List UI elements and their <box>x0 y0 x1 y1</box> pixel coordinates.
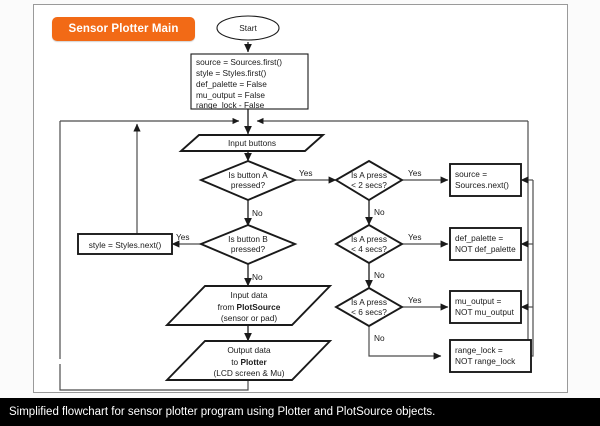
node-source-next-line2: Sources.next() <box>455 180 509 190</box>
node-input-data-line1: Input data <box>231 290 268 300</box>
node-range-lock-line2: NOT range_lock <box>455 356 516 366</box>
edge-label-a2-no: No <box>374 207 385 217</box>
node-style-next-label: style = Styles.next() <box>89 240 162 250</box>
node-range-lock-line1: range_lock = <box>455 345 503 355</box>
node-init-line-2: style = Styles.first() <box>196 68 267 78</box>
node-is-a-4: Is A press < 4 secs? <box>334 223 404 265</box>
node-init-line-3: def_palette = False <box>196 79 267 89</box>
node-is-a-4-line2: < 4 secs? <box>351 244 387 254</box>
node-mu-output-line2: NOT mu_output <box>455 307 515 317</box>
node-mu-output-toggle: mu_output = NOT mu_output <box>449 290 522 324</box>
title-badge-label: Sensor Plotter Main <box>68 23 179 35</box>
node-init-line-1: source = Sources.first() <box>196 57 282 67</box>
node-input-data-line2: from PlotSource <box>218 302 281 312</box>
edge-label-a6-yes: Yes <box>408 295 422 305</box>
node-source-next-line1: source = <box>455 169 487 179</box>
node-input-data: Input data from PlotSource (sensor or pa… <box>164 285 333 326</box>
node-init-line-5: range_lock - False <box>196 100 265 110</box>
node-init: source = Sources.first() style = Styles.… <box>190 53 309 110</box>
node-output-data-line2: to Plotter <box>231 357 267 367</box>
node-input-buttons-label: Input buttons <box>228 138 276 148</box>
node-is-a-6-line1: Is A press <box>351 297 387 307</box>
node-start: Start <box>216 15 280 41</box>
node-output-data: Output data to Plotter (LCD screen & Mu) <box>164 340 333 381</box>
node-is-button-b-line1: Is button B <box>228 234 268 244</box>
edge-label-a-yes: Yes <box>299 168 313 178</box>
node-is-button-b-line2: pressed? <box>231 244 266 254</box>
edge-label-a4-no: No <box>374 270 385 280</box>
node-is-a-6: Is A press < 6 secs? <box>334 286 404 328</box>
edge-label-a4-yes: Yes <box>408 232 422 242</box>
node-style-next: style = Styles.next() <box>77 233 173 255</box>
caption-bar: Simplified flowchart for sensor plotter … <box>0 398 600 426</box>
title-badge: Sensor Plotter Main <box>52 17 195 41</box>
node-def-palette-line2: NOT def_palette <box>455 244 516 254</box>
node-is-a-2-line1: Is A press <box>351 170 387 180</box>
edge-label-a2-yes: Yes <box>408 168 422 178</box>
node-init-line-4: mu_output = False <box>196 90 265 100</box>
node-is-a-2-line2: < 2 secs? <box>351 180 387 190</box>
node-is-a-4-line1: Is A press <box>351 234 387 244</box>
node-start-label: Start <box>239 23 257 33</box>
node-mu-output-line1: mu_output = <box>455 296 502 306</box>
node-is-button-a: Is button A pressed? <box>198 159 298 202</box>
node-is-a-6-line2: < 6 secs? <box>351 307 387 317</box>
caption-text: Simplified flowchart for sensor plotter … <box>9 406 436 418</box>
node-def-palette-line1: def_palette = <box>455 233 503 243</box>
node-output-data-line1: Output data <box>227 345 271 355</box>
node-input-buttons: Input buttons <box>178 134 326 152</box>
node-range-lock-toggle: range_lock = NOT range_lock <box>449 339 532 373</box>
node-input-data-line3: (sensor or pad) <box>221 313 277 323</box>
node-output-data-line3: (LCD screen & Mu) <box>213 368 284 378</box>
edge-label-b-no: No <box>252 272 263 282</box>
flowchart-canvas: Start source = Sources.first() style = S… <box>59 15 534 391</box>
edge-label-a6-no: No <box>374 333 385 343</box>
node-is-button-a-line2: pressed? <box>231 180 266 190</box>
edge-label-b-yes: Yes <box>176 232 190 242</box>
node-is-button-a-line1: Is button A <box>228 170 268 180</box>
node-def-palette-toggle: def_palette = NOT def_palette <box>449 227 522 261</box>
node-is-button-b: Is button B pressed? <box>198 223 298 266</box>
edge-label-a-no: No <box>252 208 263 218</box>
node-is-a-2: Is A press < 2 secs? <box>334 159 404 202</box>
node-source-next: source = Sources.next() <box>449 163 522 197</box>
